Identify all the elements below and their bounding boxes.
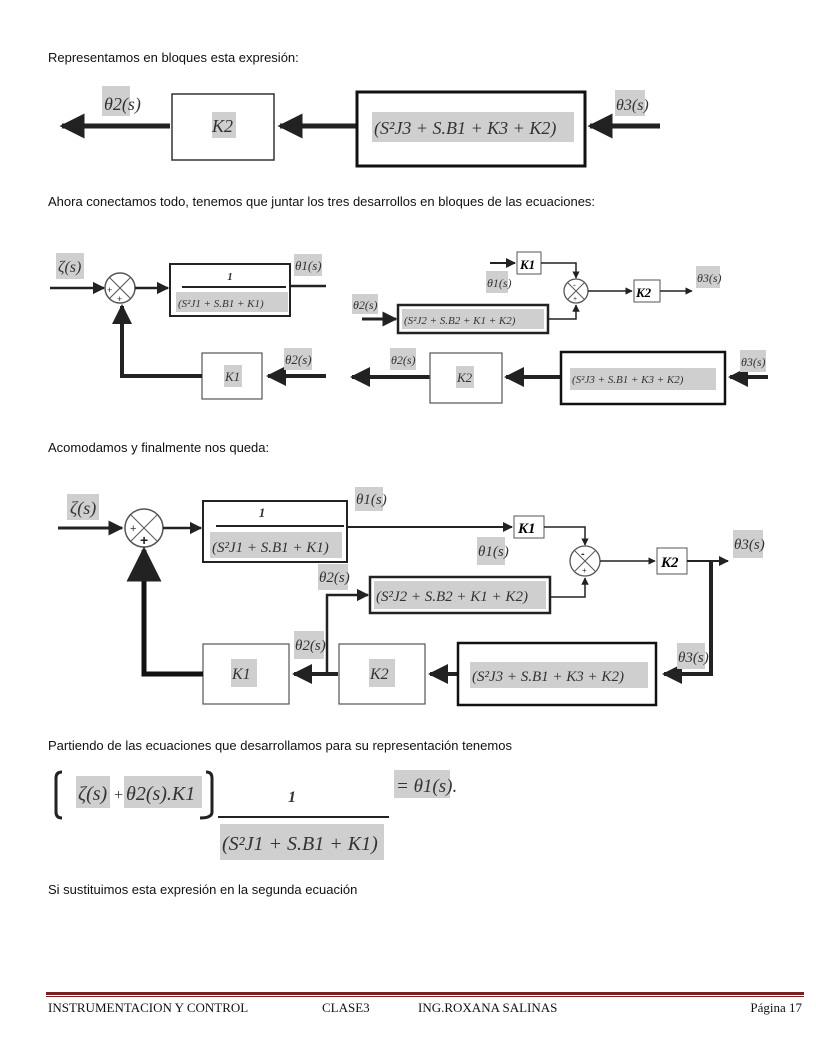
path-k1-sum: [541, 262, 580, 279]
paragraph-intro: Representamos en bloques esta expresión:: [48, 50, 299, 65]
path-theta2-to-j2: [325, 588, 370, 674]
label-theta3: θ3(s): [616, 97, 649, 114]
diagram-2-left: ζ(s) + + 1 (S²J1 + S.B1 + K1) θ1(s) K1 θ…: [50, 253, 326, 400]
label-k1: K1: [519, 257, 535, 272]
footer-class: CLASE3: [322, 1000, 370, 1015]
denominator: (S²J1 + S.B1 + K1): [178, 298, 264, 310]
label-theta2: θ2(s): [104, 94, 141, 115]
footer-author: ING.ROXANA SALINAS: [418, 1000, 558, 1015]
numerator: 1: [259, 505, 266, 520]
sign-plus: +: [107, 285, 112, 295]
label-block-j2: (S²J2 + S.B2 + K1 + K2): [376, 589, 528, 605]
sign-minus: -: [573, 280, 576, 290]
sign-plus: +: [582, 566, 587, 575]
eq-denominator: (S²J1 + S.B1 + K1): [222, 833, 378, 855]
label-k1: K1: [224, 369, 240, 384]
label-k2: K2: [660, 555, 679, 571]
bracket-open: [54, 770, 63, 820]
label-k1: K1: [231, 666, 251, 683]
label-zeta: ζ(s): [58, 259, 81, 276]
eq-result: = θ1(s).: [396, 776, 457, 797]
paragraph-equations: Partiendo de las ecuaciones que desarrol…: [48, 738, 512, 753]
label-k2: K2: [456, 370, 473, 385]
paragraph-substitute: Si sustituimos esta expresión en la segu…: [48, 882, 358, 897]
eq-theta2-k1: θ2(s).K1: [126, 783, 195, 805]
path-theta3-feedback: [662, 561, 713, 684]
label-k1: K1: [517, 521, 536, 537]
label-theta3: θ3(s): [697, 271, 722, 285]
label-block-j2: (S²J2 + S.B2 + K1 + K2): [404, 315, 516, 327]
label-theta3: θ3(s): [734, 537, 765, 553]
feedback-path: [112, 304, 202, 378]
label-theta2: θ2(s): [391, 353, 416, 367]
path-j2-sum: [550, 577, 589, 598]
equation: ζ(s) + θ2(s).K1 1 (S²J1 + S.B1 + K1) = θ…: [54, 770, 457, 860]
feedback-path: [126, 546, 203, 677]
footer-rule: [46, 992, 804, 995]
paragraph-connect: Ahora conectamos todo, tenemos que junta…: [48, 194, 596, 209]
paragraph-arrange: Acomodamos y finalmente nos queda:: [48, 440, 270, 455]
bracket-close: [199, 770, 214, 820]
sign-plus: +: [130, 523, 136, 535]
diagram-1: θ2(s) K2 (S²J3 + S.B1 + K3 + K2) θ3(s): [59, 86, 660, 168]
sign-plus: +: [573, 296, 577, 303]
sign-plus: +: [140, 532, 148, 548]
footer-rule-thin: [46, 996, 804, 997]
label-theta2: θ2(s): [285, 352, 312, 367]
denominator: (S²J1 + S.B1 + K1): [212, 540, 329, 556]
label-theta2: θ2(s): [319, 570, 350, 586]
diagram-2-right-bottom: θ2(s) K2 (S²J3 + S.B1 + K3 + K2) θ3(s): [350, 348, 768, 406]
label-theta1: θ1(s): [356, 492, 387, 508]
sign-minus: -: [581, 548, 585, 560]
eq-plus: +: [113, 787, 124, 804]
footer-page-number: Página 17: [750, 1000, 802, 1015]
footer-course: INSTRUMENTACION Y CONTROL: [48, 1000, 249, 1015]
label-block-j3: (S²J3 + S.B1 + K3 + K2): [472, 669, 624, 685]
diagram-3: ζ(s) + + 1 (S²J1 + S.B1 + K1) θ1(s) K1 θ…: [58, 487, 765, 707]
eq-numerator: 1: [288, 789, 296, 806]
diagram-2-right-top: K1 θ1(s) - + K2 θ3(s) θ2(s) (S²J2 + S.B2…: [352, 251, 722, 335]
path-j2-sum: [548, 304, 580, 320]
path-k1-sum: [544, 526, 589, 546]
label-theta1: θ1(s): [295, 258, 322, 273]
label-block-j3: (S²J3 + S.B1 + K3 + K2): [374, 118, 556, 139]
label-k2: K2: [635, 285, 652, 300]
label-theta1: θ1(s): [478, 544, 509, 560]
label-zeta: ζ(s): [70, 498, 96, 519]
label-k2: K2: [211, 116, 233, 136]
numerator: 1: [227, 271, 233, 283]
label-theta1: θ1(s): [487, 276, 512, 290]
label-theta2: θ2(s): [353, 298, 378, 312]
label-theta3: θ3(s): [678, 650, 709, 666]
label-theta2: θ2(s): [295, 638, 326, 654]
label-block-j3: (S²J3 + S.B1 + K3 + K2): [572, 374, 684, 386]
block-k1-feedback: [202, 643, 290, 705]
label-theta3: θ3(s): [741, 355, 766, 369]
label-k2: K2: [369, 666, 389, 683]
sign-plus: +: [117, 294, 122, 304]
eq-zeta: ζ(s): [78, 783, 108, 805]
